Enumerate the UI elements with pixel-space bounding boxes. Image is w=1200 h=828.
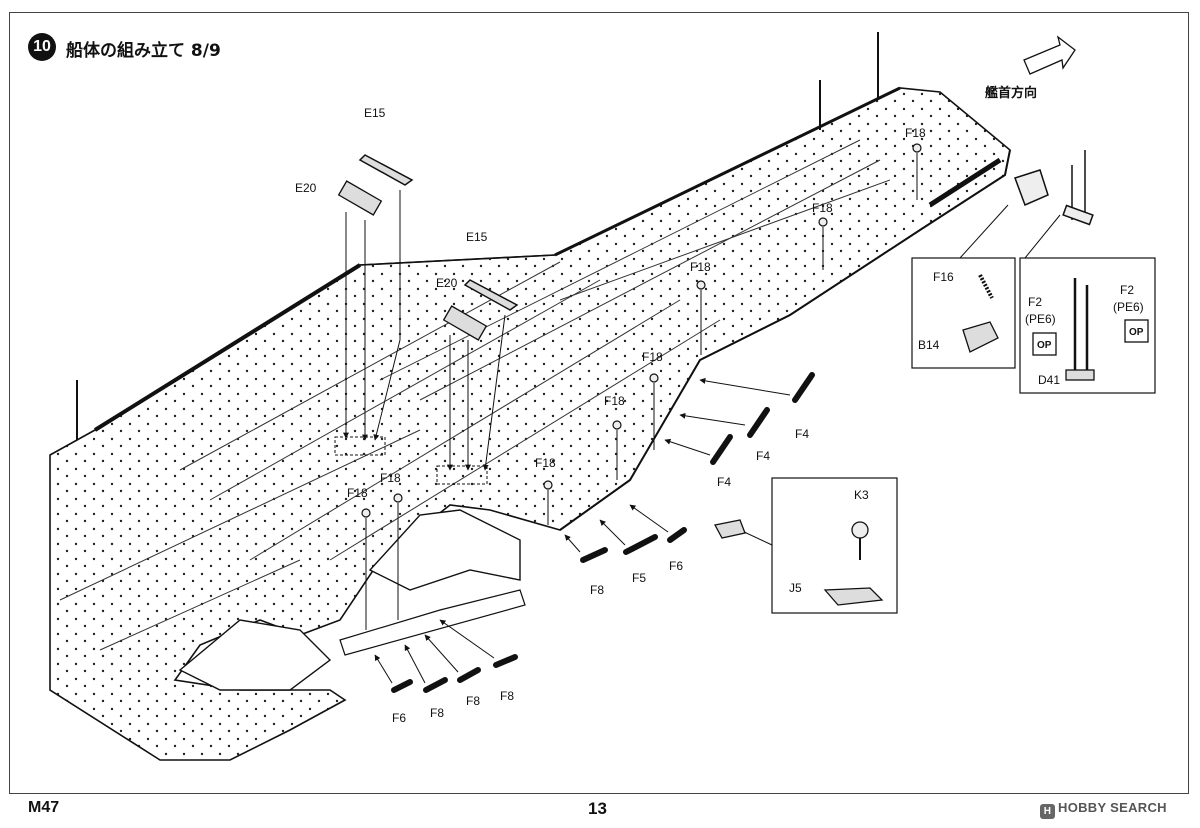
label-f18-e: F18 — [604, 394, 625, 408]
label-e20-a: E20 — [295, 181, 317, 195]
page-number: 13 — [588, 799, 607, 818]
label-f4-a: F4 — [795, 427, 810, 441]
label-f6-b: F6 — [392, 711, 407, 725]
label-f8-a: F8 — [590, 583, 605, 597]
label-d41: D41 — [1038, 373, 1061, 387]
e20-part-a — [337, 180, 383, 216]
e15-part-a — [358, 154, 414, 186]
bow-rod-assembly — [1014, 150, 1094, 226]
op-badge-right-text: OP — [1129, 327, 1144, 338]
label-j5: J5 — [789, 581, 802, 595]
label-f4-b: F4 — [756, 449, 771, 463]
op-badge-left — [1032, 332, 1057, 356]
label-f2-a: F2 — [1028, 295, 1043, 309]
label-f2-b: F2 — [1120, 283, 1135, 297]
detail-box-f16 — [911, 204, 1016, 369]
label-f18-b: F18 — [812, 201, 833, 215]
f18-parts — [361, 143, 922, 518]
label-e15-b: E15 — [466, 230, 488, 244]
model-code: M47 — [28, 799, 60, 816]
label-f18-f: F18 — [535, 456, 556, 470]
label-pe6-a: (PE6) — [1025, 312, 1056, 326]
gallery-guide-arrows — [374, 377, 791, 684]
f18-guide-lines — [365, 153, 918, 630]
bow-direction-label: 艦首方向 — [985, 86, 1038, 101]
op-badge-right — [1124, 319, 1149, 343]
flight-deck — [49, 32, 1011, 761]
label-e20-b: E20 — [436, 276, 458, 290]
detail-box-k3 — [714, 477, 898, 614]
watermark-text: HOBBY SEARCH — [1058, 800, 1167, 815]
label-f18-g: F18 — [347, 486, 368, 500]
op-badge-left-text: OP — [1037, 340, 1052, 351]
e-part-guide-lines — [343, 190, 506, 471]
label-pe6-b: (PE6) — [1113, 300, 1144, 314]
label-f8-c: F8 — [466, 694, 481, 708]
label-k3: K3 — [854, 488, 869, 502]
label-f8-b: F8 — [430, 706, 445, 720]
label-f18-d: F18 — [642, 350, 663, 364]
instruction-sheet-frame — [9, 12, 1189, 794]
label-f5: F5 — [632, 571, 647, 585]
gallery-part-sprues — [391, 372, 815, 693]
label-b14: B14 — [918, 338, 940, 352]
label-f6-a: F6 — [669, 559, 684, 573]
e15-part-b — [463, 279, 519, 311]
label-f8-d: F8 — [500, 689, 515, 703]
watermark-logo-icon: H — [1040, 804, 1055, 819]
label-f18-c: F18 — [690, 260, 711, 274]
label-f18-a: F18 — [905, 126, 926, 140]
step-number-badge: 10 — [28, 33, 56, 61]
e20-part-b — [442, 305, 488, 341]
step-title: 船体の組み立て 8/9 — [66, 41, 221, 61]
label-f16: F16 — [933, 270, 954, 284]
label-f4-c: F4 — [717, 475, 732, 489]
label-e15-a: E15 — [364, 106, 386, 120]
bow-direction-arrow — [1023, 35, 1076, 75]
label-f18-h: F18 — [380, 471, 401, 485]
